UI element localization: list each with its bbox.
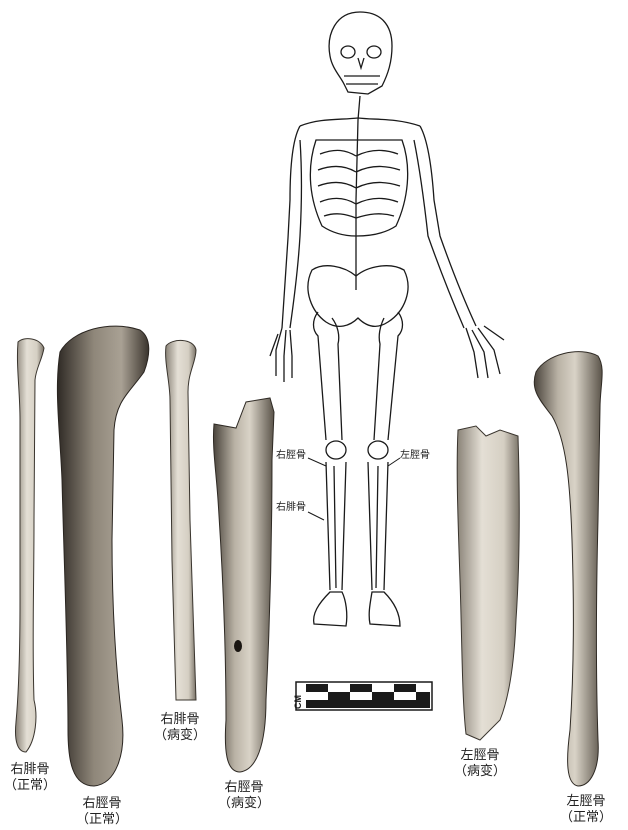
label-state: （正常） xyxy=(74,812,130,828)
left-tibia-normal-bone xyxy=(534,352,602,786)
scale-bar: CM xyxy=(293,682,432,710)
callout-right-fibula: 右腓骨 xyxy=(276,498,306,513)
skull xyxy=(329,12,392,94)
left-arm xyxy=(414,126,476,328)
left-femur xyxy=(374,312,403,440)
right-lower-leg xyxy=(326,462,346,590)
right-hand xyxy=(270,328,292,382)
left-foot xyxy=(369,592,400,626)
label-name: 右腓骨 xyxy=(152,712,208,728)
label-left-tibia-normal: 左脛骨 （正常） xyxy=(558,794,614,826)
lesion-mark xyxy=(234,640,242,652)
right-femur xyxy=(314,312,343,440)
label-left-tibia-diseased: 左脛骨 （病变） xyxy=(452,748,508,780)
eye-socket-left xyxy=(341,46,355,58)
jaw xyxy=(344,76,380,84)
right-fibula-normal-bone xyxy=(15,339,44,752)
label-right-fibula-diseased: 右腓骨 （病变） xyxy=(152,712,208,744)
ribs xyxy=(318,150,400,218)
label-state: （病变） xyxy=(152,728,208,744)
label-name: 右腓骨 xyxy=(4,762,56,778)
label-name: 左脛骨 xyxy=(452,748,508,764)
label-state: （病变） xyxy=(216,796,272,812)
left-tibia-diseased-bone xyxy=(457,426,519,740)
left-lower-leg xyxy=(368,462,388,590)
eye-socket-right xyxy=(367,46,381,58)
callout-left-tibia: 左脛骨 xyxy=(400,446,430,461)
left-hand xyxy=(466,326,504,378)
callout-arrow-right-fibula xyxy=(308,512,324,520)
nose xyxy=(358,58,364,68)
right-foot xyxy=(314,592,347,626)
label-right-tibia-diseased: 右脛骨 （病变） xyxy=(216,780,272,812)
label-state: （正常） xyxy=(4,778,56,794)
right-tibia-normal-bone xyxy=(57,326,148,786)
label-right-tibia-normal: 右脛骨 （正常） xyxy=(74,796,130,828)
label-state: （正常） xyxy=(558,810,614,826)
scale-bar-unit: CM xyxy=(293,695,303,709)
right-arm xyxy=(282,126,302,328)
label-name: 右脛骨 xyxy=(216,780,272,796)
callout-arrow-left-tibia xyxy=(388,458,400,466)
right-tibia-diseased-bone xyxy=(213,398,274,772)
callout-right-tibia: 右脛骨 xyxy=(276,446,306,461)
clavicle xyxy=(300,118,420,126)
callout-arrow-right-tibia xyxy=(308,458,326,466)
left-knee xyxy=(368,441,388,459)
pelvis xyxy=(308,266,408,327)
spine xyxy=(356,96,360,290)
right-knee xyxy=(326,441,346,459)
right-fibula-diseased-bone xyxy=(166,340,196,700)
label-name: 右脛骨 xyxy=(74,796,130,812)
label-name: 左脛骨 xyxy=(558,794,614,810)
label-state: （病变） xyxy=(452,764,508,780)
label-right-fibula-normal: 右腓骨 （正常） xyxy=(4,762,56,794)
